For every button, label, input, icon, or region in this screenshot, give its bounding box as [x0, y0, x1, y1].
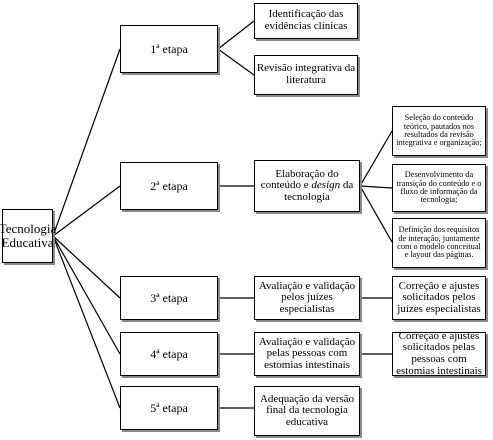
stage-3-detail-box: Correção e ajustes solicitados pelos juí… — [392, 276, 486, 320]
stage-4-main-box: Avaliação e validação pelas pessoas com … — [254, 332, 360, 376]
stage-1-label: 1ª etapa — [150, 41, 188, 56]
stage-4-detail-text: Correção e ajustes solicitados pelas pes… — [396, 329, 482, 377]
stage-1-item-evidencias: Identificação das evidências clínicas — [254, 3, 358, 39]
stage-4-detail-box: Correção e ajustes solicitados pelas pes… — [392, 329, 486, 377]
stage-2-main-text: Elaboração do conteúdo e design da tecno… — [255, 167, 359, 204]
stage-3-main-text: Avaliação e validação pelos juízes espec… — [258, 279, 356, 315]
stage-1-item-1-text: Identificação das evidências clínicas — [264, 8, 348, 32]
stage-2-detail-desenvolvimento: Desenvolvimento da transição do conteúdo… — [392, 164, 486, 212]
stage-1-item-2-text: Revisão integrativa da literatura — [256, 62, 356, 86]
stage-2-main-box: Elaboração do conteúdo e design da tecno… — [254, 160, 360, 212]
stage-5-label: 5ª etapa — [150, 400, 188, 415]
stage-2-detail-selecao: Seleção do conteúdo teórico, pautados no… — [392, 106, 486, 156]
stage-2-detail-3-text: Definição dos requisitos de interação, j… — [397, 225, 481, 260]
stage-1-box: 1ª etapa — [120, 25, 218, 73]
root-label: Tecnologia Educativa — [0, 222, 56, 249]
stage-3-box: 3ª etapa — [120, 276, 218, 320]
stage-5-main-text: Adequação da versão final da tecnologia … — [259, 392, 355, 428]
stage-3-detail-text: Correção e ajustes solicitados pelos juí… — [397, 279, 481, 315]
root-label-line2: Educativa — [1, 235, 54, 250]
root-node: Tecnologia Educativa — [0, 209, 56, 263]
stage-2-detail-2-text: Desenvolvimento da transição do conteúdo… — [396, 170, 482, 205]
stage-2-main-post: da tecnologia — [284, 179, 354, 203]
stage-1-item-revisao: Revisão integrativa da literatura — [254, 55, 358, 95]
stage-2-main-design: design — [311, 179, 341, 192]
stage-5-box: 5ª etapa — [120, 386, 218, 430]
stage-2-detail-1-text: Seleção do conteúdo teórico, pautados no… — [396, 113, 482, 148]
root-label-line1: Tecnologia — [0, 221, 57, 237]
stage-3-label: 3ª etapa — [150, 290, 188, 305]
stage-2-label: 2ª etapa — [150, 178, 188, 193]
stage-2-main-pre: Elaboração do conteúdo e — [260, 167, 339, 192]
stage-2-box: 2ª etapa — [120, 162, 218, 210]
stage-4-main-text: Avaliação e validação pelas pessoas com … — [258, 335, 356, 371]
stage-3-main-box: Avaliação e validação pelos juízes espec… — [254, 276, 360, 320]
stage-4-box: 4ª etapa — [120, 332, 218, 376]
stage-2-detail-definicao: Definição dos requisitos de interação, j… — [392, 218, 486, 268]
stage-4-label: 4ª etapa — [150, 346, 188, 361]
stage-5-main-box: Adequação da versão final da tecnologia … — [254, 386, 360, 436]
